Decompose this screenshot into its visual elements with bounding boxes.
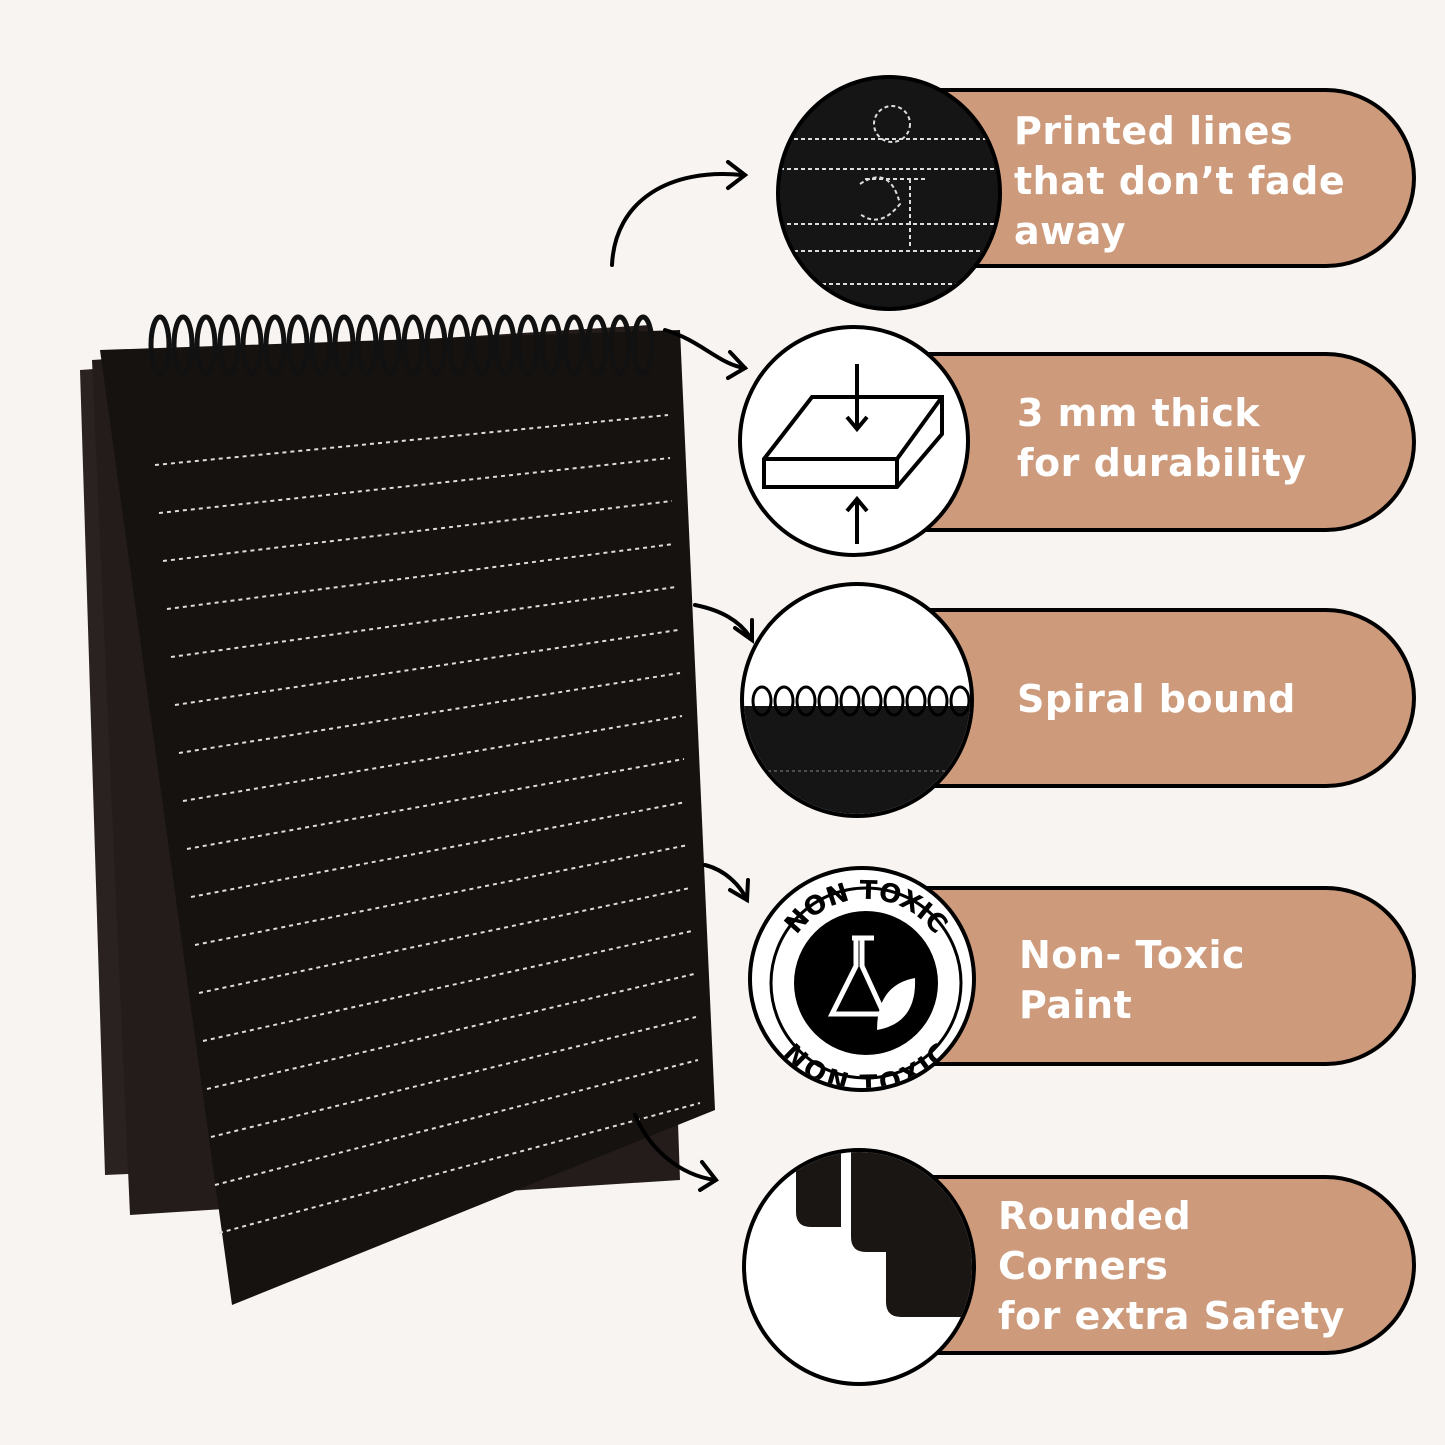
spiral-loop	[171, 314, 195, 376]
printed-lines-closeup	[776, 75, 1002, 311]
spiral-binding-closeup	[740, 582, 974, 818]
guide-line	[158, 457, 671, 514]
spiral-loop	[263, 314, 287, 376]
spiral-loop	[240, 314, 264, 376]
guide-line	[166, 543, 675, 610]
feature-text: for durability	[1017, 441, 1307, 485]
guide-line	[202, 930, 693, 1042]
spiral-loop	[631, 314, 655, 376]
spiral-loop	[194, 314, 218, 376]
spiral-loop	[217, 314, 241, 376]
guide-line	[154, 414, 669, 466]
non-toxic-badge-icon: NON TOXIC NON TOXIC	[748, 866, 976, 1092]
feature-text: Non- Toxic	[1019, 933, 1246, 977]
board-front	[100, 330, 715, 1305]
spiral-loop	[905, 685, 927, 717]
spiral-binding	[148, 314, 655, 376]
feature-text: Paint	[1019, 983, 1133, 1027]
spiral-loop	[470, 314, 494, 376]
spiral-loop	[883, 685, 905, 717]
spiral-loop	[332, 314, 356, 376]
arrows	[610, 160, 754, 1192]
feature-pill-thickness: 3 mm thick for durability	[900, 352, 1416, 532]
rounded-corners-closeup	[742, 1148, 976, 1386]
guide-line	[198, 887, 691, 994]
spiral-loop	[516, 314, 540, 376]
guide-line	[170, 586, 677, 658]
feature-pill-spiral: Spiral bound	[900, 608, 1416, 788]
guide-line	[194, 844, 689, 946]
feature-text: that don’t fade	[1014, 159, 1346, 203]
flask-icon	[827, 935, 888, 1017]
spiral-loop	[585, 314, 609, 376]
feature-text: 3 mm thick	[1017, 391, 1261, 435]
feature-text: away	[1014, 209, 1126, 253]
spiral-loop	[401, 314, 425, 376]
guide-line	[214, 1059, 699, 1186]
spiral-loop	[424, 314, 448, 376]
arrow-1	[610, 172, 744, 267]
guide-line	[206, 973, 695, 1090]
feature-pill-rounded-corners: Rounded Corners for extra Safety	[900, 1175, 1416, 1355]
spiral-loop	[493, 314, 517, 376]
spiral-loop	[839, 685, 861, 717]
dashed-guide-lines	[154, 414, 701, 1234]
spiral-loop	[751, 685, 773, 717]
spiral-loop	[795, 685, 817, 717]
spiral-loop	[608, 314, 632, 376]
feature-text: Printed lines	[1014, 109, 1294, 153]
spiral-loop	[562, 314, 586, 376]
arrow-4	[703, 863, 749, 902]
feature-text: Rounded	[998, 1194, 1192, 1238]
spiral-loop	[309, 314, 333, 376]
arrow-5	[633, 1113, 717, 1182]
arrow-3	[693, 603, 754, 642]
guide-line	[210, 1016, 697, 1138]
spiral-loop	[949, 685, 970, 717]
spiral-loop	[148, 314, 172, 376]
compression-thickness-icon	[738, 325, 970, 557]
guide-line	[162, 500, 673, 562]
spiral-loop	[355, 314, 379, 376]
leaf-icon	[877, 978, 916, 1030]
feature-text: for extra Safety	[998, 1294, 1345, 1338]
arrow-2	[663, 328, 747, 370]
spiral-loop	[861, 685, 883, 717]
feature-text: Spiral bound	[1017, 677, 1296, 721]
feature-pill-non-toxic: Non- Toxic Paint	[900, 886, 1416, 1066]
spiral-loop	[539, 314, 563, 376]
spiral-loop	[378, 314, 402, 376]
spiral-loop	[286, 314, 310, 376]
spiral-loop	[927, 685, 949, 717]
feature-text: Corners	[998, 1244, 1169, 1288]
spiral-loop	[817, 685, 839, 717]
spiral-loop	[447, 314, 471, 376]
guide-line	[218, 1102, 701, 1234]
spiral-loop	[773, 685, 795, 717]
